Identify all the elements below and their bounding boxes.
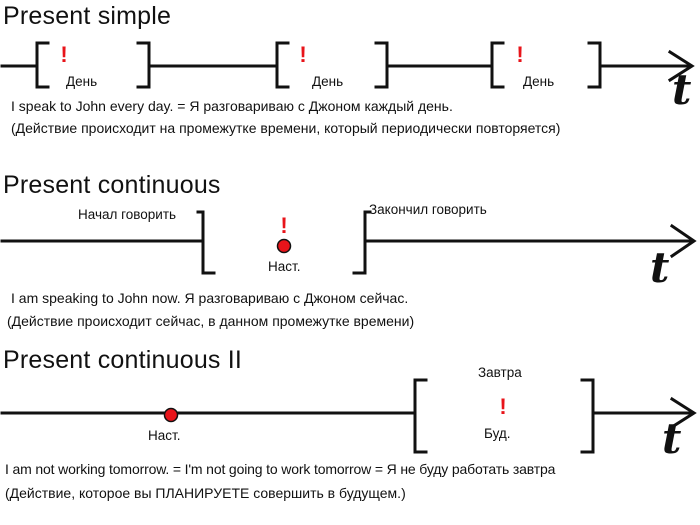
- day-bracket-2: [374, 41, 389, 89]
- future-bracket-left: [413, 378, 428, 454]
- axis-t-symbol: t: [672, 65, 691, 114]
- now-bracket-right: [352, 210, 372, 275]
- mark-icon: !: [280, 213, 287, 238]
- day-bracket-3: [587, 41, 602, 89]
- now-label: Наст.: [148, 428, 181, 443]
- bracket-label-day: День: [66, 74, 98, 89]
- mark-icon: !: [499, 394, 506, 419]
- future-bracket-right: [580, 378, 595, 454]
- future-label: Буд.: [484, 426, 511, 441]
- now-label: Наст.: [268, 259, 301, 274]
- timeline-2-arrowhead: [669, 223, 697, 259]
- now-dot: [163, 407, 179, 423]
- now-dot: [276, 238, 292, 254]
- mark-icon: !: [299, 42, 306, 67]
- explanation-note: (Действие происходит сейчас, в данном пр…: [7, 313, 415, 329]
- mark-icon: !: [60, 42, 67, 67]
- example-sentence: I am speaking to John now. Я разговарива…: [11, 290, 409, 306]
- timeline-3-arrowhead: [669, 396, 697, 430]
- start-label: Начал говорить: [78, 207, 177, 222]
- explanation-note: (Действие происходит на промежутке време…: [11, 120, 561, 136]
- bracket-label-day: День: [312, 74, 344, 89]
- section-title: Present continuous: [3, 171, 221, 199]
- bracket-label-day: День: [523, 74, 555, 89]
- axis-t-symbol: t: [650, 243, 669, 292]
- example-sentence: I am not working tomorrow. = I'm not goi…: [5, 461, 556, 477]
- section-title: Present simple: [3, 2, 172, 30]
- end-label: Закончил говорить: [369, 202, 487, 217]
- day-bracket-2: [275, 41, 290, 89]
- timeline-1-arrowhead: [667, 49, 695, 83]
- tomorrow-label: Завтра: [478, 365, 522, 380]
- day-bracket-1: [35, 41, 50, 89]
- section-title: Present continuous II: [3, 346, 243, 374]
- day-bracket-1: [136, 41, 151, 89]
- axis-t-symbol: t: [662, 414, 681, 463]
- mark-icon: !: [516, 42, 523, 67]
- day-bracket-3: [490, 41, 505, 89]
- explanation-note: (Действие, которое вы ПЛАНИРУЕТЕ соверши…: [5, 485, 406, 501]
- now-bracket-left: [196, 210, 216, 275]
- example-sentence: I speak to John every day. = Я разговари…: [11, 98, 453, 114]
